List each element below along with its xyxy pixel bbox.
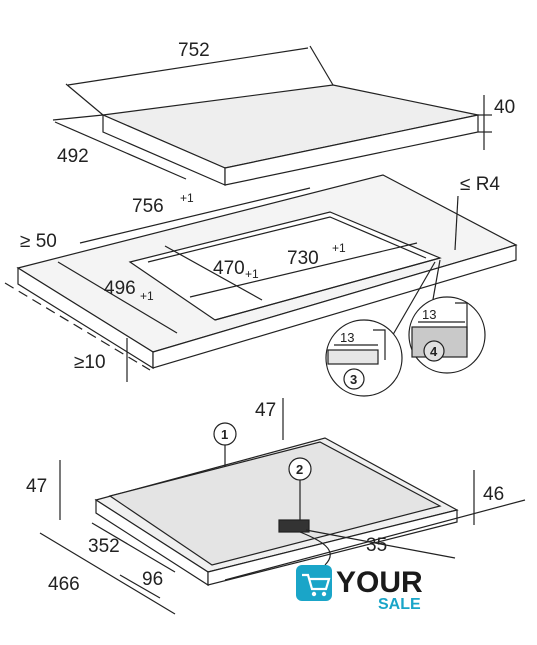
dim-752: 752: [178, 40, 210, 61]
dim-line-756: [79, 187, 311, 244]
detail-3: [325, 319, 403, 397]
dim-47-top: 47: [255, 400, 276, 421]
connector-box: [278, 519, 310, 533]
dim-47-left: 47: [26, 476, 47, 497]
logo-word-sale: SALE: [378, 596, 421, 613]
logo-word-your: YOUR: [336, 566, 423, 599]
detail-4-number: 4: [430, 344, 438, 359]
dim-line-466: [39, 532, 176, 615]
dim-40: 40: [494, 97, 515, 118]
dim-line-730: [189, 242, 418, 298]
detail-4-dim: 13: [422, 307, 436, 322]
dim-496-tol: +1: [140, 289, 154, 303]
callout-2: 2: [296, 462, 303, 477]
hob-underside: [39, 398, 526, 615]
detail-3-dim: 13: [340, 330, 354, 345]
dim-96: 96: [142, 569, 163, 590]
callout-2-circle: [288, 457, 312, 481]
dim-line-492: [54, 121, 187, 180]
dim-line-752: [67, 47, 309, 86]
dim-35: 35: [366, 535, 387, 556]
worktop-cutout: [4, 174, 518, 382]
dim-line-352: [91, 522, 176, 573]
detail-4: [408, 296, 486, 374]
dim-radius: ≤ R4: [460, 174, 500, 195]
dim-352: 352: [88, 536, 120, 557]
dim-730-tol: +1: [332, 241, 346, 255]
dim-492: 492: [57, 146, 89, 167]
dim-730: 730: [287, 248, 319, 269]
dim-756-tol: +1: [180, 191, 194, 205]
hob-top-view: [52, 45, 492, 186]
dim-min-margin: ≥ 50: [20, 231, 57, 252]
dim-756: 756: [132, 196, 164, 217]
dim-line-470: [164, 245, 263, 301]
callout-1: 1: [221, 427, 228, 442]
callout-1-circle: [213, 422, 237, 446]
dim-466: 466: [48, 574, 80, 595]
dim-min-thickness: ≥10: [74, 352, 106, 373]
dim-470: 470: [213, 258, 245, 279]
yoursale-logo: YOUR SALE: [296, 565, 423, 613]
dim-line-496: [57, 261, 178, 334]
dim-line-35: [305, 529, 456, 559]
dim-496: 496: [104, 278, 136, 299]
dim-46: 46: [483, 484, 504, 505]
dim-line-96: [119, 574, 161, 599]
cable: [299, 531, 331, 566]
dim-line-right: [224, 499, 526, 581]
callouts: [213, 422, 312, 481]
dim-470-tol: +1: [245, 267, 259, 281]
detail-3-number: 3: [350, 372, 357, 387]
